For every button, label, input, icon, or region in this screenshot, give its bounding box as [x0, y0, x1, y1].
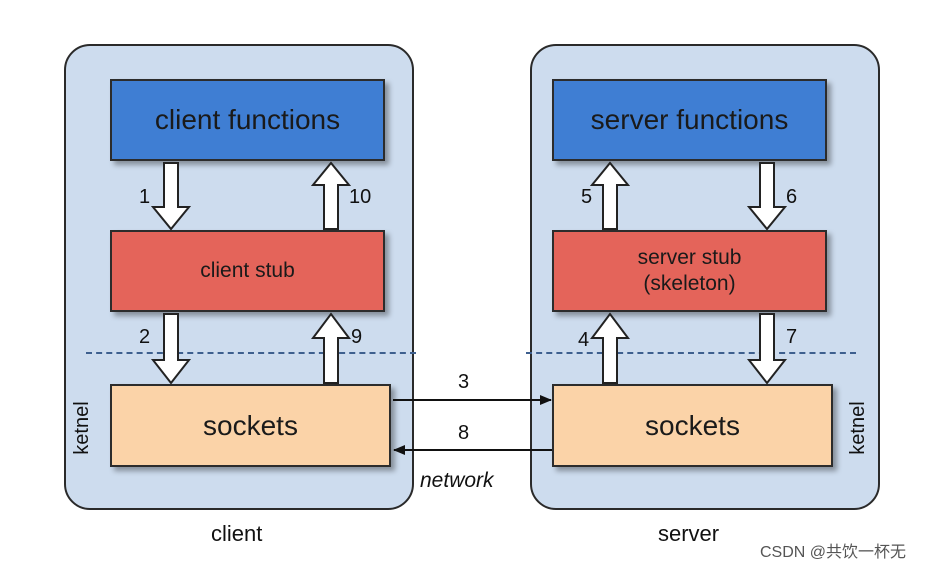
server-caption: server [658, 521, 720, 546]
arrow-step-10 [310, 161, 352, 230]
step-10-label: 10 [349, 186, 372, 208]
step-1-label: 1 [139, 186, 151, 208]
server-kernel-label: ketnel [847, 401, 869, 455]
step-2-label: 2 [139, 326, 151, 348]
client-sockets-box: sockets [110, 384, 391, 467]
server-sockets-box: sockets [552, 384, 833, 467]
step-8-label: 8 [458, 422, 470, 444]
client-kernel-boundary [86, 352, 416, 354]
step-4-label: 4 [578, 329, 590, 351]
arrow-step-5 [589, 161, 631, 230]
step-3-label: 3 [458, 371, 470, 393]
arrow-step-4 [590, 312, 630, 384]
client-functions-label: client functions [154, 104, 341, 135]
arrow-step-6 [746, 162, 788, 231]
server-sockets-label: sockets [645, 409, 740, 441]
client-kernel-label: ketnel [71, 401, 93, 455]
arrow-step-2 [150, 313, 192, 385]
client-stub-label: client stub [200, 258, 295, 282]
client-stub-box: client stub [110, 230, 385, 312]
network-label: network [420, 469, 494, 492]
arrow-step-1 [150, 162, 192, 231]
server-functions-label: server functions [590, 104, 789, 135]
server-kernel-boundary [526, 352, 856, 354]
step-7-label: 7 [786, 326, 798, 348]
step-5-label: 5 [581, 186, 593, 208]
server-stub-label-line1: server stub [637, 245, 742, 269]
server-stub-box: server stub (skeleton) [552, 230, 827, 312]
client-caption: client [211, 521, 263, 546]
client-functions-box: client functions [110, 79, 385, 161]
server-stub-label-line2: (skeleton) [643, 272, 736, 295]
arrow-step-9 [311, 312, 351, 384]
step-9-label: 9 [351, 326, 363, 348]
client-sockets-label: sockets [203, 409, 298, 441]
csdn-watermark: CSDN @共饮一杯无 [760, 544, 907, 561]
step-6-label: 6 [786, 186, 798, 208]
server-functions-box: server functions [552, 79, 827, 161]
arrow-step-7 [746, 313, 788, 385]
